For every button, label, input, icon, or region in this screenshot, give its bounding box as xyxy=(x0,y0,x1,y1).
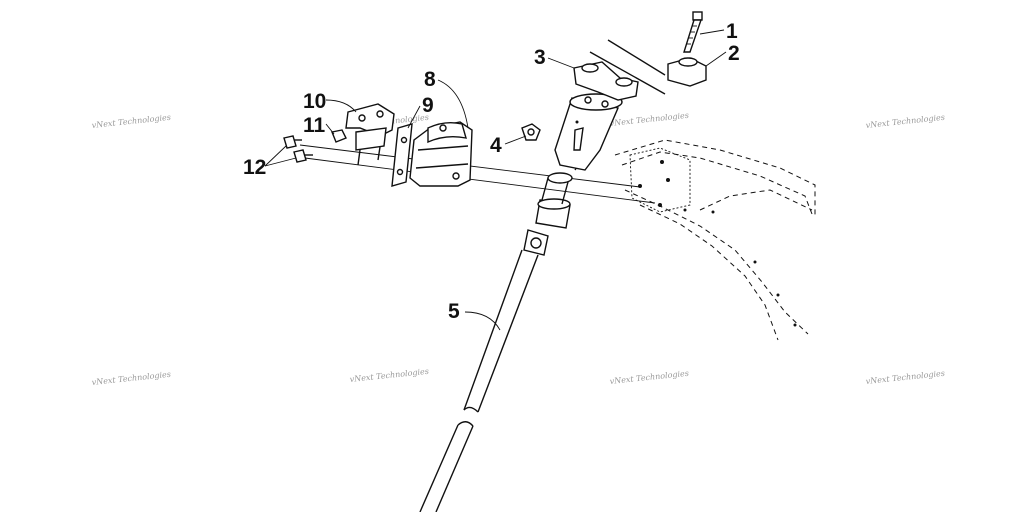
watermark: vNext Technologies xyxy=(91,370,171,387)
frame-outline xyxy=(614,139,816,341)
watermark: vNext Technologies xyxy=(91,113,171,130)
callout-12: 12 xyxy=(243,156,266,179)
watermark-layer: vNext Technologies vNext Technologies vN… xyxy=(91,111,945,387)
callout-5: 5 xyxy=(448,300,460,323)
watermark: vNext Technologies xyxy=(609,111,689,128)
bolt xyxy=(683,11,703,53)
handlebar-clamp-upper xyxy=(667,57,707,87)
watermark: vNext Technologies xyxy=(865,113,945,130)
assembly-guide-lines xyxy=(299,144,656,204)
callout-1: 1 xyxy=(726,20,738,43)
leader-lines xyxy=(264,29,727,331)
callout-3: 3 xyxy=(534,46,546,69)
callout-2: 2 xyxy=(728,42,740,65)
callout-4: 4 xyxy=(490,134,502,157)
support-housing xyxy=(409,121,473,187)
mounting-bolts xyxy=(283,135,313,163)
watermark: vNext Technologies xyxy=(349,367,429,384)
callout-11: 11 xyxy=(303,114,326,137)
handlebar-clamp-lower xyxy=(573,39,666,101)
callout-10: 10 xyxy=(303,90,326,113)
callout-8: 8 xyxy=(424,68,436,91)
watermark: vNext Technologies xyxy=(865,369,945,386)
watermark: vNext Technologies xyxy=(609,369,689,386)
mounting-bracket xyxy=(345,103,395,166)
bracket-nut xyxy=(331,129,347,143)
steering-shaft xyxy=(419,154,586,512)
gasket-plate xyxy=(391,123,413,187)
nut xyxy=(521,123,541,141)
steering-post xyxy=(554,93,623,171)
callout-9: 9 xyxy=(422,94,434,117)
callout-labels: 1 2 3 4 5 8 9 10 11 12 xyxy=(243,20,740,323)
